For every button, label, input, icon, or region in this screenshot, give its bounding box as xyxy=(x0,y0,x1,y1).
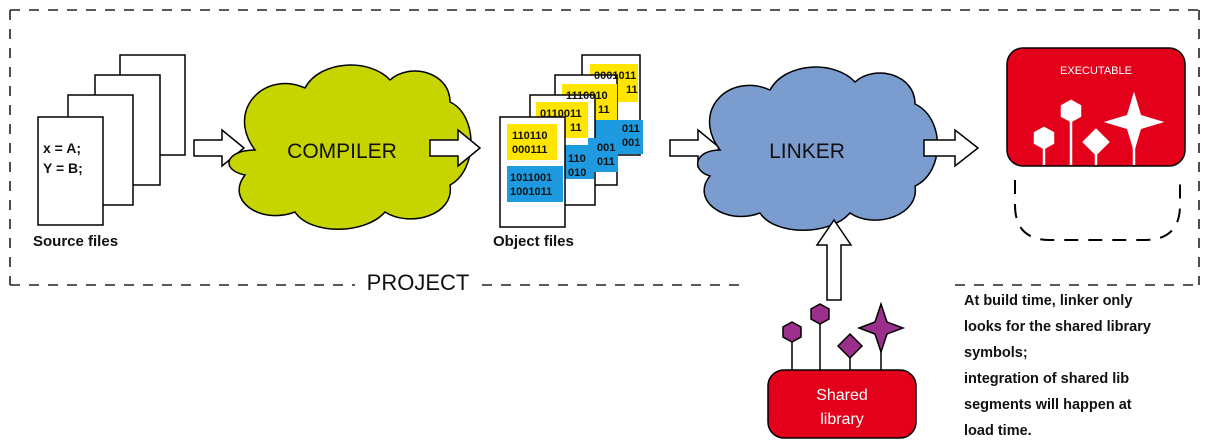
obj-sheet3-yellow-2: 11 xyxy=(570,122,582,134)
note-line-2: looks for the shared library xyxy=(964,319,1151,335)
object-files-label: Object files xyxy=(493,233,574,250)
shared-library-block xyxy=(767,301,917,439)
compiler-label: COMPILER xyxy=(287,140,397,163)
project-boundary xyxy=(9,9,1200,286)
linker-cloud xyxy=(696,66,939,231)
obj-front-blue-1: 1011001 xyxy=(510,172,552,184)
obj-sheet5-blue-1: 110 xyxy=(568,153,586,165)
note-line-3: symbols; xyxy=(964,345,1028,361)
obj-front-yellow-2: 000111 xyxy=(512,144,548,156)
source-files-stack xyxy=(37,54,186,226)
obj-sheet3-blue-2: 011 xyxy=(597,156,615,168)
source-code-line-2: Y = B; xyxy=(43,160,83,176)
obj-sheet1-yellow-1: 0001011 xyxy=(594,70,636,82)
shared-library-symbols xyxy=(782,301,906,372)
project-label: PROJECT xyxy=(367,270,470,295)
obj-front-blue-2: 1001011 xyxy=(510,186,552,198)
obj-sheet2-blue-1: 011 xyxy=(622,123,640,135)
arrow-linker-to-executable xyxy=(923,128,980,168)
arrow-compiler-to-objects xyxy=(429,128,482,168)
obj-sheet1-yellow-2: 11 xyxy=(626,84,638,96)
shared-library-label-2: library xyxy=(820,411,864,428)
object-files-stack xyxy=(499,54,643,228)
arrow-shared-lib-to-linker xyxy=(815,218,853,301)
obj-sheet2-blue-2: 001 xyxy=(622,137,640,149)
obj-sheet2-yellow-1: 1110010 xyxy=(566,90,608,102)
obj-sheet3-blue-1: 001 xyxy=(597,142,615,154)
executable-label: EXECUTABLE xyxy=(1060,65,1132,77)
note-line-1: At build time, linker only xyxy=(964,293,1132,309)
note-line-4: integration of shared lib xyxy=(964,371,1129,387)
linker-note: At build time, linker only looks for the… xyxy=(964,293,1151,439)
obj-sheet2-yellow-2: 11 xyxy=(598,104,610,116)
obj-sheet5-blue-2: 010 xyxy=(568,167,586,179)
source-files-label: Source files xyxy=(33,233,118,250)
executable-block xyxy=(1006,47,1186,241)
linker-label: LINKER xyxy=(769,140,845,163)
obj-front-yellow-1: 110110 xyxy=(512,130,548,142)
executable-symbols xyxy=(1033,91,1165,165)
note-line-6: load time. xyxy=(964,423,1032,439)
source-code-line-1: x = A; xyxy=(43,140,81,156)
note-line-5: segments will happen at xyxy=(964,397,1132,413)
compiler-cloud xyxy=(228,64,472,230)
shared-library-label-1: Shared xyxy=(816,387,868,404)
obj-sheet3-yellow-1: 0110011 xyxy=(540,108,582,120)
source-file-front xyxy=(37,116,104,226)
